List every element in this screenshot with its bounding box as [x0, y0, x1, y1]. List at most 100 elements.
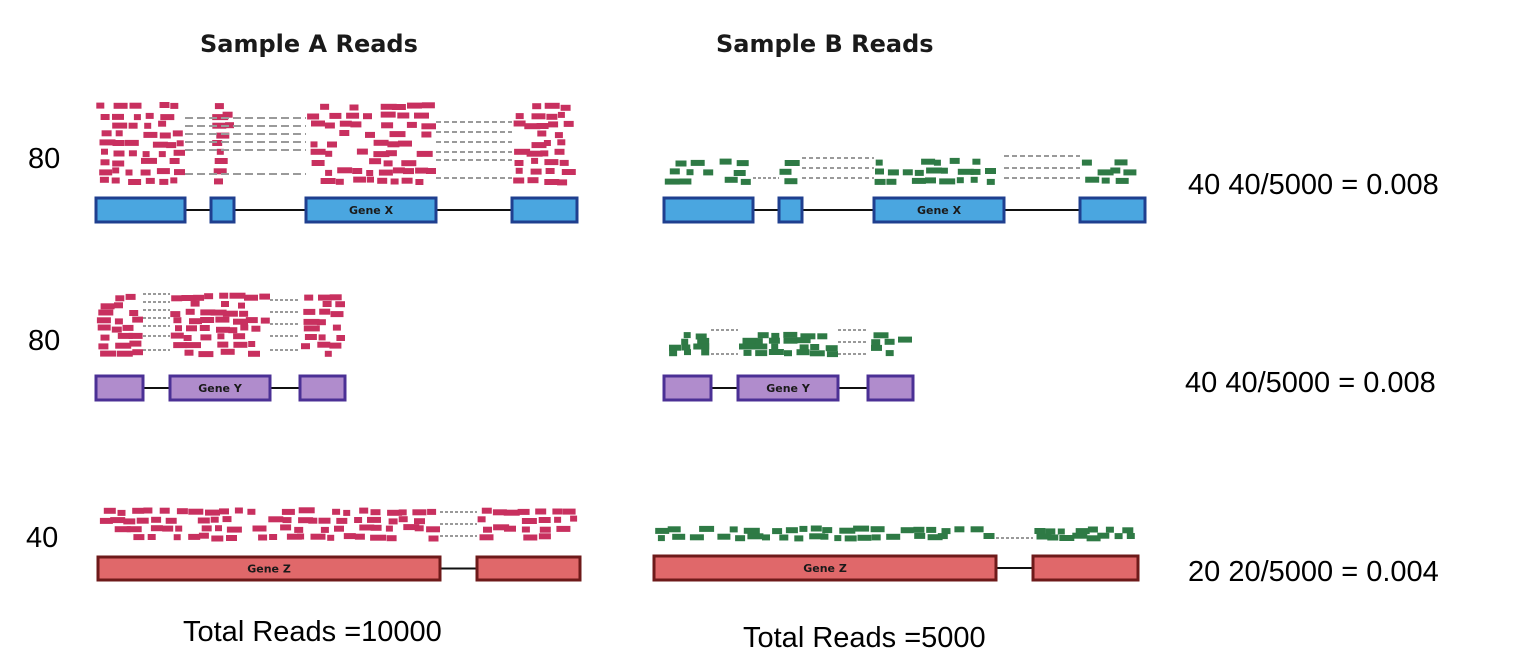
- read: [681, 338, 689, 345]
- read: [114, 318, 123, 325]
- read: [322, 301, 332, 307]
- read: [1105, 526, 1114, 533]
- read: [337, 167, 353, 174]
- read: [414, 518, 425, 525]
- read-pile: [99, 507, 578, 542]
- read: [343, 509, 351, 516]
- read: [416, 150, 433, 157]
- read: [378, 169, 393, 176]
- read: [222, 516, 232, 523]
- read: [373, 151, 390, 158]
- read: [335, 178, 344, 185]
- read: [503, 509, 520, 516]
- read: [215, 316, 230, 323]
- read: [686, 169, 694, 176]
- read: [521, 518, 537, 524]
- read: [132, 349, 143, 356]
- read: [349, 104, 359, 111]
- read: [521, 526, 530, 533]
- read: [755, 350, 768, 357]
- read: [834, 535, 842, 542]
- read: [544, 102, 560, 109]
- read: [110, 517, 126, 524]
- read: [695, 333, 707, 340]
- read: [325, 150, 333, 157]
- read: [233, 341, 248, 348]
- read: [388, 518, 398, 525]
- gene-label: Gene Z: [247, 563, 291, 576]
- read: [240, 324, 249, 331]
- read: [426, 168, 436, 174]
- read: [251, 325, 261, 332]
- read: [200, 334, 212, 341]
- read: [693, 343, 710, 350]
- read: [318, 334, 326, 341]
- sample-b-gene-x-panel: Gene X: [662, 155, 1147, 224]
- read: [233, 318, 248, 325]
- gene-x-norm-b: 40/5000 = 0.008: [1228, 169, 1439, 201]
- read: [1072, 532, 1088, 539]
- read: [754, 343, 768, 350]
- read: [172, 130, 183, 137]
- read: [370, 534, 387, 541]
- read: [214, 158, 228, 164]
- read: [398, 509, 407, 516]
- exon: [866, 374, 915, 402]
- read: [690, 159, 705, 166]
- read: [111, 326, 122, 333]
- read: [1126, 533, 1135, 539]
- read: [972, 158, 981, 165]
- read: [544, 179, 560, 185]
- read: [280, 524, 292, 531]
- read: [219, 292, 229, 299]
- read: [546, 113, 558, 120]
- exon: [777, 196, 804, 224]
- read: [886, 178, 897, 185]
- read: [757, 332, 769, 339]
- read: [216, 148, 224, 155]
- read: [311, 120, 325, 127]
- read: [873, 332, 889, 339]
- read: [427, 508, 437, 515]
- read: [112, 167, 120, 174]
- read: [799, 344, 809, 351]
- read: [561, 169, 576, 175]
- read: [871, 339, 881, 346]
- read: [99, 176, 109, 183]
- read: [144, 122, 152, 129]
- read: [783, 337, 798, 344]
- read: [346, 112, 360, 119]
- read: [228, 327, 238, 334]
- read: [939, 178, 956, 185]
- read: [398, 140, 412, 147]
- read: [252, 525, 267, 532]
- read: [809, 350, 825, 357]
- read: [99, 169, 113, 176]
- read: [926, 526, 937, 533]
- read: [921, 158, 936, 165]
- read: [156, 168, 170, 175]
- read: [100, 334, 110, 341]
- read: [914, 532, 926, 539]
- read: [220, 348, 235, 355]
- read: [189, 318, 202, 325]
- read: [170, 332, 184, 339]
- read: [1086, 535, 1101, 542]
- read: [301, 343, 310, 350]
- read: [199, 325, 210, 331]
- read: [97, 324, 111, 331]
- read: [188, 508, 204, 515]
- read: [217, 333, 225, 340]
- read: [101, 148, 108, 155]
- read: [772, 528, 783, 535]
- read: [356, 148, 368, 155]
- exon: [168, 374, 272, 402]
- read: [98, 309, 114, 316]
- read: [675, 160, 687, 167]
- sample-a-gene-z-panel: Gene Z: [96, 507, 582, 582]
- read: [329, 294, 342, 301]
- read: [724, 176, 738, 183]
- read: [248, 341, 256, 347]
- read: [548, 121, 559, 128]
- read: [513, 120, 526, 127]
